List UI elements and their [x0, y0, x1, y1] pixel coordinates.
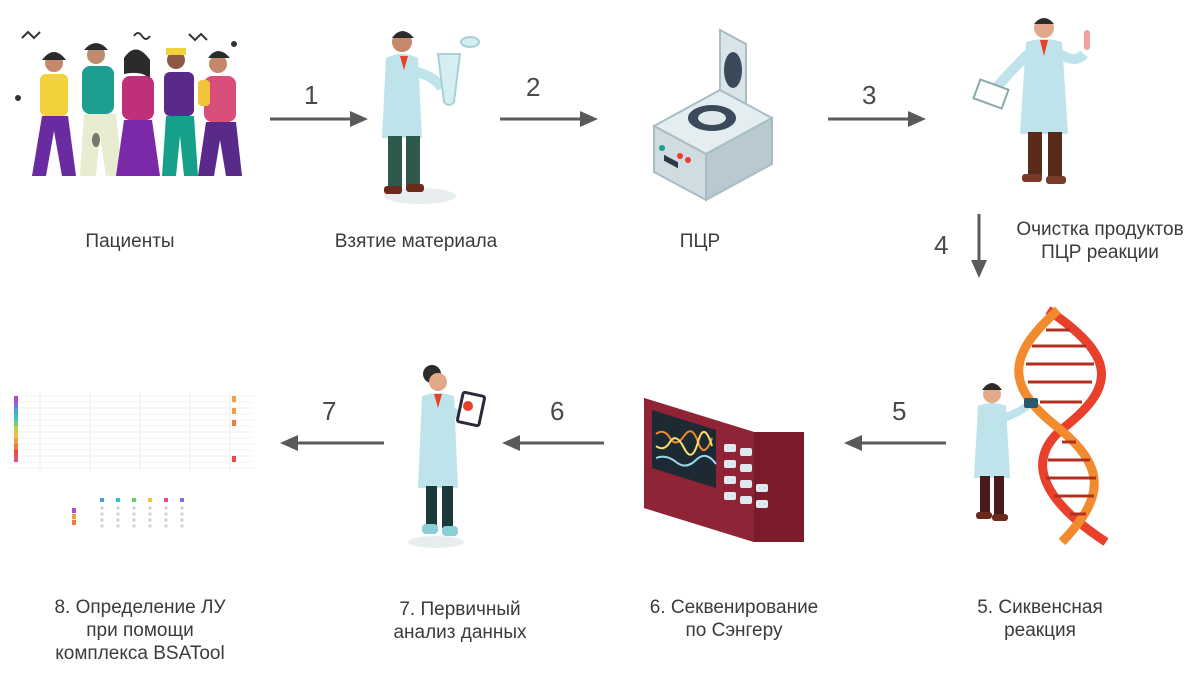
stage-label-bsatool: 8. Определение ЛУ при помощи комплекса B…: [30, 596, 250, 665]
flow-arrow-6: [500, 432, 604, 454]
pcr-thermocycler-illustration: [640, 26, 780, 206]
step-number-1: 1: [304, 80, 319, 110]
flow-arrow-1: [270, 108, 370, 130]
step-number-2: 2: [526, 72, 541, 102]
flow-arrow-4: [968, 214, 990, 280]
stage-label-analysis: 7. Первичный анализ данных: [370, 598, 550, 644]
stage-label-sanger-line1: 6. Секвенирование: [649, 597, 819, 618]
dna-sequencing-reaction-illustration: [966, 306, 1126, 546]
scientist-data-analysis-illustration: [404, 360, 494, 550]
stage-label-bsatool-line1: 8. Определение ЛУ: [54, 597, 226, 618]
stage-label-seq-reaction-line1: 5. Сиквенсная: [977, 597, 1103, 618]
scientist-purification-illustration: [972, 14, 1102, 196]
stage-label-sampling: Взятие материала: [334, 231, 498, 252]
stage-label-bsatool-line2: при помощи: [86, 620, 194, 641]
stage-label-purification-line1: Очистка продуктов: [1016, 219, 1184, 240]
stage-label-patients: Пациенты: [85, 231, 175, 252]
flow-arrow-3: [828, 108, 928, 130]
stage-label-purification: Очистка продуктов ПЦР реакции: [1000, 218, 1200, 264]
step-number-7: 7: [322, 396, 337, 426]
stage-label-pcr: ПЦР: [679, 231, 721, 252]
flow-arrow-2: [500, 108, 600, 130]
stage-label-analysis-line1: 7. Первичный: [399, 599, 521, 620]
stage-label-seq-reaction-line2: реакция: [1004, 620, 1076, 641]
step-number-3: 3: [862, 80, 877, 110]
stage-label-sanger-line2: по Сэнгеру: [685, 620, 783, 641]
step-number-4: 4: [934, 230, 949, 260]
flow-arrow-7: [278, 432, 384, 454]
flow-arrow-5: [842, 432, 946, 454]
bsatool-results-table-illustration: [10, 382, 256, 534]
stage-label-purification-line2: ПЦР реакции: [1041, 242, 1159, 263]
stage-label-analysis-line2: анализ данных: [393, 622, 527, 643]
step-number-5: 5: [892, 396, 907, 426]
stage-label-seq-reaction: 5. Сиквенсная реакция: [960, 596, 1120, 642]
stage-label-sanger: 6. Секвенирование по Сэнгеру: [624, 596, 844, 642]
step-number-6: 6: [550, 396, 565, 426]
patients-illustration: [14, 28, 244, 183]
lab-worker-sampling-illustration: [372, 28, 492, 208]
stage-label-bsatool-line3: комплекса BSATool: [55, 643, 225, 664]
sanger-sequencer-illustration: [640, 384, 810, 554]
